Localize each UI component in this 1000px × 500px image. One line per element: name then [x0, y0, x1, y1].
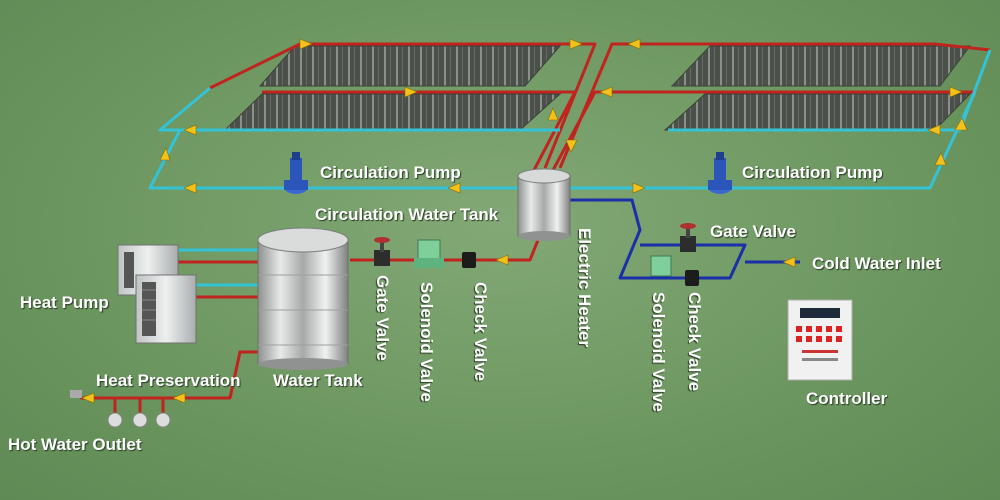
controller-box [787, 299, 853, 381]
label-circulation-pump-left: Circulation Pump [320, 163, 461, 182]
label-check-valve-right: Check Valve [685, 292, 704, 392]
gate-valve-left [374, 237, 390, 266]
flow-arrows [81, 38, 968, 404]
label-check-valve-left: Check Valve [471, 282, 490, 382]
label-controller: Controller [806, 389, 888, 408]
label-cold-water-inlet: Cold Water Inlet [812, 254, 941, 273]
label-heat-preservation: Heat Preservation [96, 371, 241, 390]
pipe-left-hot-top [209, 42, 597, 169]
label-solenoid-valve-left: Solenoid Valve [417, 282, 436, 402]
circulation-pump-left [284, 152, 308, 194]
solar-collector-left-lower [223, 93, 562, 131]
check-valve-left [462, 252, 476, 268]
solar-collector-right-upper [670, 45, 971, 87]
solar-collector-right-lower [663, 93, 972, 131]
label-heat-pump: Heat Pump [20, 293, 109, 312]
solenoid-valve-right [650, 255, 672, 277]
pipe-left-cool-upper [158, 86, 560, 132]
pipe-left-hot-mid [262, 90, 577, 173]
check-valve-right [685, 270, 699, 286]
pipe-hot-outlet [80, 350, 260, 400]
label-solenoid-valve-right: Solenoid Valve [649, 292, 668, 412]
label-gate-valve-right: Gate Valve [710, 222, 797, 241]
pipe-right-hot-mid [550, 90, 975, 173]
circulation-water-tank [517, 168, 571, 241]
gate-valve-right [680, 223, 696, 252]
water-tank [257, 227, 349, 370]
label-circulation-pump-right: Circulation Pump [742, 163, 883, 182]
hot-water-outlet-taps [70, 390, 171, 428]
solenoid-valve-left [414, 239, 444, 268]
label-electric-heater: Electric Heater [575, 228, 594, 348]
pipe-tank-to-tank [350, 234, 542, 262]
label-hot-water-outlet: Hot Water Outlet [8, 435, 142, 454]
heat-pump [117, 244, 197, 344]
pipe-left-cool-loop [148, 129, 520, 190]
pipe-cold-tank [565, 198, 747, 280]
label-circulation-water-tank: Circulation Water Tank [315, 205, 499, 224]
label-water-tank: Water Tank [273, 371, 363, 390]
label-gate-valve-left: Gate Valve [373, 275, 392, 362]
solar-collector-left-upper [258, 45, 562, 87]
circulation-pump-right [708, 152, 732, 194]
